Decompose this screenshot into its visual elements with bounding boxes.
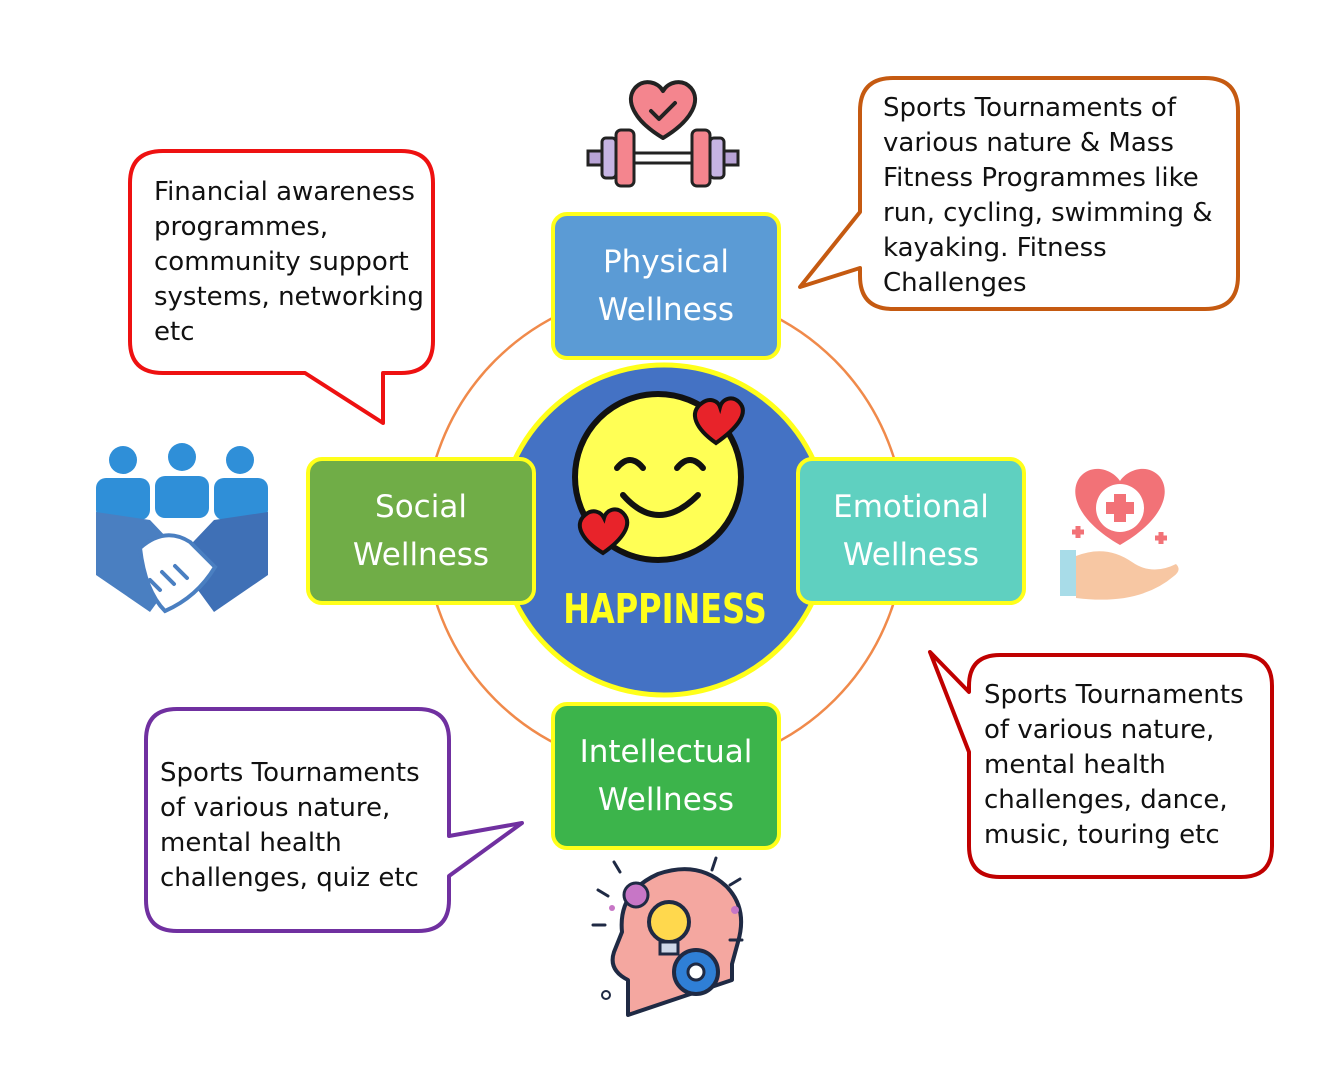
intellectual-bubble-text: Sports Tournaments of various nature, me… (160, 758, 420, 893)
intellectual-bubble-shape (144, 707, 524, 933)
team-handshake-icon (96, 443, 268, 614)
intellectual-wellness-node: Intellectual Wellness (551, 702, 781, 850)
head-lightbulb-gear-icon (591, 856, 744, 1017)
social-wellness-node: Social Wellness (306, 457, 536, 605)
happiness-label: HAPPINESS (563, 585, 767, 633)
smiling-face-with-hearts-icon (572, 391, 745, 563)
physical-bubble-shape (798, 76, 1240, 311)
physical-bubble-text: Sports Tournaments of various nature & M… (883, 93, 1213, 298)
heart-dumbbell-icon (586, 80, 740, 188)
social-bubble-shape (128, 149, 435, 425)
physical-wellness-node: Physical Wellness (551, 212, 781, 360)
emotional-wellness-node: Emotional Wellness (796, 457, 1026, 605)
social-bubble-text: Financial awareness programmes, communit… (154, 177, 424, 347)
hand-heart-care-icon (1060, 468, 1179, 600)
emotional-bubble-text: Sports Tournaments of various nature, me… (984, 680, 1244, 850)
emotional-bubble-shape (928, 650, 1274, 879)
